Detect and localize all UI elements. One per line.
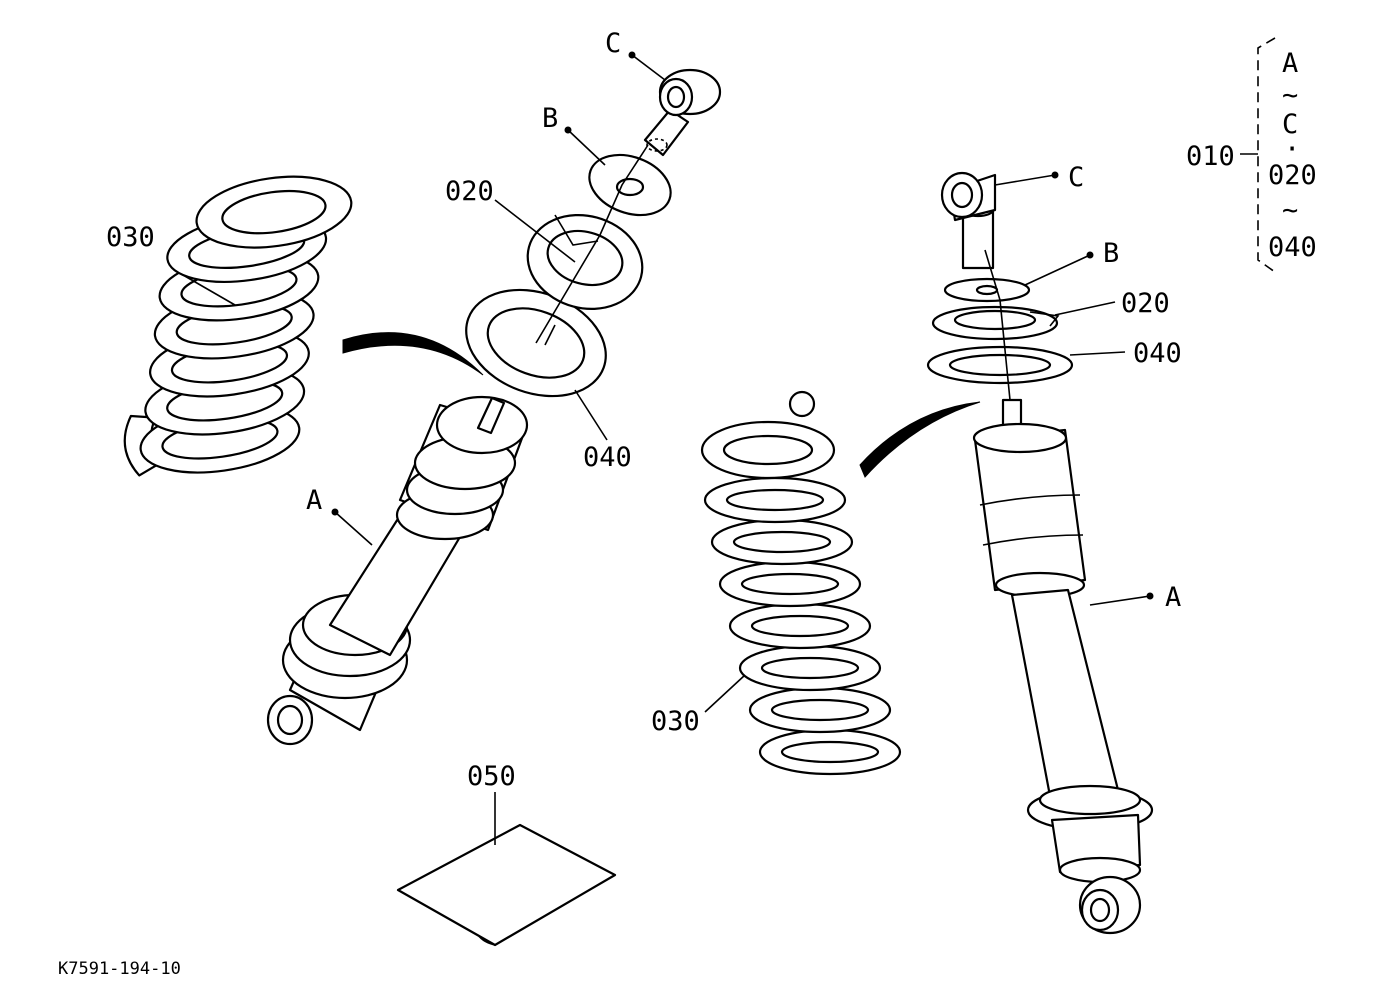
legend-040: 040: [1268, 232, 1317, 263]
label-020-left: 020: [445, 176, 494, 207]
label-040-left: 040: [583, 442, 632, 473]
left-center-line: [535, 144, 649, 344]
label-b-left: B: [542, 103, 558, 134]
label-b-right: B: [1103, 238, 1119, 269]
right-assembly-arrow: [859, 401, 981, 478]
legend-020: 020: [1268, 160, 1317, 191]
legend-tilde-1: ~: [1282, 80, 1298, 111]
right-damper: [972, 398, 1154, 935]
drawing-id: K7591-194-10: [58, 959, 181, 979]
right-washer-040: [926, 345, 1074, 385]
label-030-left: 030: [106, 222, 155, 253]
left-plate-020: [526, 214, 644, 310]
right-leader-lines: [704, 171, 1154, 713]
right-center-line: [984, 249, 1011, 401]
right-eye-c: [940, 171, 997, 270]
left-eye-c: [643, 68, 722, 157]
label-050: 050: [467, 761, 516, 792]
label-030-right: 030: [651, 706, 700, 737]
legend-c: C: [1282, 109, 1298, 140]
right-coil-spring: [700, 390, 902, 776]
left-coil-spring: [123, 175, 353, 477]
label-a-right: A: [1165, 582, 1181, 613]
left-damper: [266, 395, 529, 746]
label-c-left: C: [605, 28, 621, 59]
left-leader-lines: [182, 51, 666, 546]
left-assembly-arrow: [342, 332, 484, 376]
label-020-right: 020: [1121, 288, 1170, 319]
label-010: 010: [1186, 141, 1235, 172]
label-a-left: A: [306, 485, 322, 516]
legend-a: A: [1282, 48, 1298, 79]
legend-bracket: [1240, 37, 1276, 273]
left-washer-b: [588, 153, 672, 217]
legend-tilde-2: ~: [1282, 195, 1298, 226]
right-plate-020: [931, 305, 1060, 341]
note-sheet-050: [396, 792, 617, 947]
label-040-right: 040: [1133, 338, 1182, 369]
right-washer-b: [943, 277, 1031, 303]
legend-dot: ·: [1284, 134, 1300, 165]
label-c-right: C: [1068, 162, 1084, 193]
